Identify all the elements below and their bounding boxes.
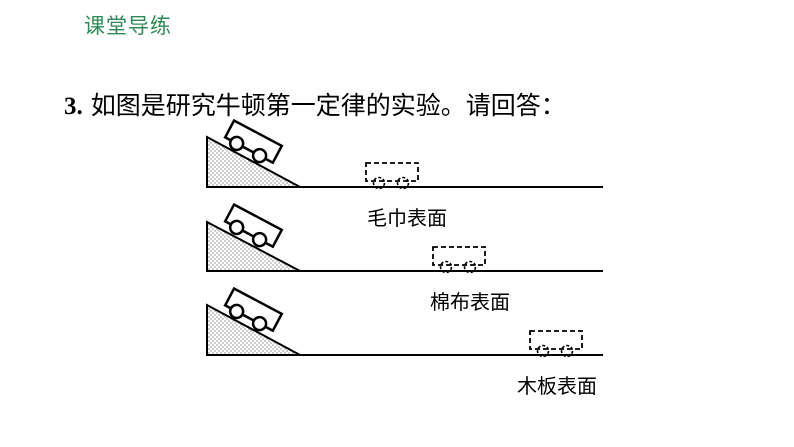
question-text: 3. 如图是研究牛顿第一定律的实验。请回答：: [64, 86, 566, 122]
surface-label-cotton: 棉布表面: [430, 290, 510, 314]
cart-final-position: [365, 162, 419, 190]
experiment-towel: [206, 119, 603, 190]
cart-final-position: [432, 246, 486, 274]
surface-label-wood: 木板表面: [517, 374, 597, 398]
cart-final-position: [529, 330, 583, 358]
experiment-cotton: [206, 203, 603, 274]
question-number: 3: [64, 93, 77, 120]
question-body: 如图是研究牛顿第一定律的实验。请回答：: [90, 91, 566, 120]
surface-label-towel: 毛巾表面: [367, 206, 447, 230]
section-title: 课堂导练: [84, 14, 172, 38]
experiment-wood: [206, 287, 603, 358]
question-separator: .: [76, 93, 83, 120]
